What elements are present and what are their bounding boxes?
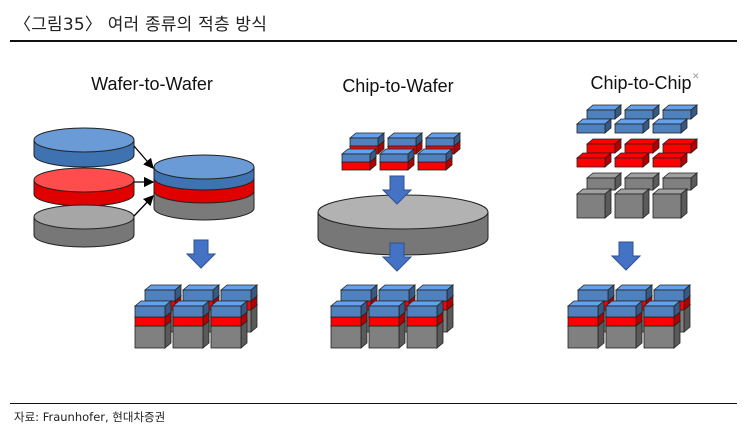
stack-blue-layer bbox=[415, 284, 455, 302]
stack bbox=[171, 300, 211, 349]
red-chip-layer-chip bbox=[585, 138, 623, 154]
arrow-wafer-gray bbox=[133, 195, 154, 217]
blue-chip-layer-chip bbox=[661, 104, 699, 120]
stack-blue-layer bbox=[604, 300, 644, 318]
chip bbox=[340, 148, 378, 171]
gray-chip-layer bbox=[575, 172, 699, 219]
arrow-wafer-blue bbox=[133, 145, 154, 169]
top-rule bbox=[10, 40, 737, 42]
stack-blue-layer bbox=[209, 300, 249, 318]
stack-blue-layer bbox=[133, 300, 173, 318]
wafer-red bbox=[33, 167, 135, 207]
stacked-wafer bbox=[153, 154, 255, 221]
stack-blue-layer bbox=[339, 284, 379, 302]
gray-chip bbox=[651, 188, 689, 219]
stack-blue-layer bbox=[367, 300, 407, 318]
down-arrow bbox=[381, 242, 413, 272]
red-chip-layer-chip bbox=[661, 138, 699, 154]
blue-chip-layer-chip bbox=[651, 118, 689, 134]
gray-chip bbox=[661, 172, 699, 191]
blue-chip-layer-chip bbox=[575, 118, 613, 134]
blue-chip-layer-chip bbox=[585, 104, 623, 120]
stack-row-front bbox=[329, 300, 445, 349]
bottom-rule bbox=[10, 403, 737, 404]
gray-chip bbox=[575, 188, 613, 219]
figure-title: 〈그림35〉 여러 종류의 적층 방식 bbox=[14, 15, 268, 35]
large-wafer bbox=[317, 194, 489, 256]
wafer-blue bbox=[33, 127, 135, 168]
chip-blue-layer bbox=[416, 148, 454, 163]
source-note: 자료: Fraunhofer, 현대차증권 bbox=[14, 410, 166, 424]
stack-blue-layer bbox=[614, 284, 654, 302]
blue-chip-layer-chip bbox=[613, 118, 651, 134]
stack-blue-layer bbox=[181, 284, 221, 302]
stack bbox=[329, 300, 369, 349]
label-wafer-to-wafer: Wafer-to-Wafer bbox=[91, 74, 213, 94]
blue-chip-layer bbox=[575, 104, 699, 134]
stack-blue-layer bbox=[642, 300, 682, 318]
blue-chip-layer-chip bbox=[623, 104, 661, 120]
down-arrow bbox=[185, 239, 217, 269]
gray-chip bbox=[585, 172, 623, 191]
chip-blue-layer bbox=[378, 148, 416, 163]
chip bbox=[416, 148, 454, 171]
red-chip-layer-chip bbox=[651, 152, 689, 168]
chip-blue-layer bbox=[424, 132, 462, 147]
label-chip-to-wafer: Chip-to-Wafer bbox=[342, 76, 453, 96]
red-chip-layer bbox=[575, 138, 699, 168]
wafer-gray bbox=[33, 204, 135, 248]
result-stack-group bbox=[566, 284, 692, 349]
chip bbox=[378, 148, 416, 171]
stack bbox=[209, 300, 249, 349]
red-chip-layer-chip bbox=[623, 138, 661, 154]
stack-blue-layer bbox=[143, 284, 183, 302]
result-stack-group bbox=[329, 284, 455, 349]
down-arrow bbox=[610, 241, 642, 271]
gray-chip bbox=[613, 188, 651, 219]
stack-row-front bbox=[566, 300, 682, 349]
stack-blue-layer bbox=[377, 284, 417, 302]
red-chip-layer-chip bbox=[613, 152, 651, 168]
stack bbox=[604, 300, 644, 349]
gray-chip bbox=[623, 172, 661, 191]
result-stack-group bbox=[133, 284, 259, 349]
stack-blue-layer bbox=[171, 300, 211, 318]
stack-blue-layer bbox=[329, 300, 369, 318]
stack-blue-layer bbox=[219, 284, 259, 302]
stack-blue-layer bbox=[566, 300, 606, 318]
stack-blue-layer bbox=[405, 300, 445, 318]
stack bbox=[566, 300, 606, 349]
down-arrow bbox=[381, 175, 413, 205]
stack bbox=[367, 300, 407, 349]
stack-blue-layer bbox=[576, 284, 616, 302]
chip-blue-layer bbox=[340, 148, 378, 163]
stack bbox=[133, 300, 173, 349]
stack bbox=[405, 300, 445, 349]
chip-blue-layer bbox=[348, 132, 386, 147]
label-chip-to-chip: Chip-to-Chip bbox=[590, 73, 691, 93]
chip-array-top bbox=[340, 132, 462, 171]
stack bbox=[642, 300, 682, 349]
chip-layers bbox=[575, 104, 699, 219]
stack-blue-layer bbox=[652, 284, 692, 302]
close-icon[interactable]: ✕ bbox=[692, 72, 700, 82]
chip-blue-layer bbox=[386, 132, 424, 147]
stack-row-front bbox=[133, 300, 249, 349]
red-chip-layer-chip bbox=[575, 152, 613, 168]
